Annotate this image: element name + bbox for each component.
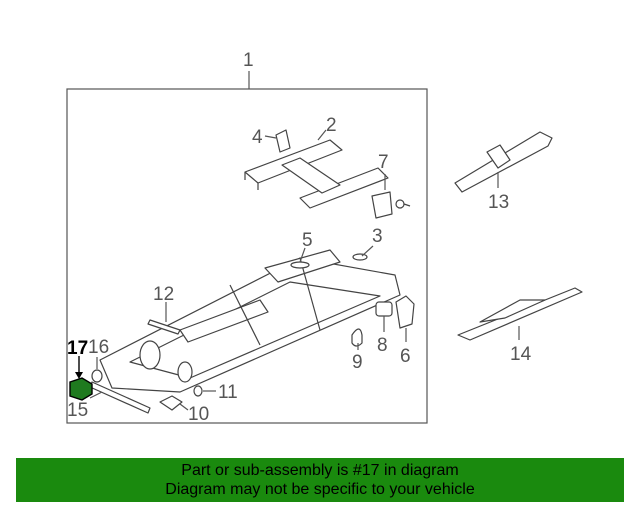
info-banner: Part or sub-assembly is #17 in diagram D… — [16, 458, 624, 502]
callout-3[interactable]: 3 — [372, 226, 383, 247]
crossmember-part[interactable] — [244, 139, 389, 209]
insulator-8-part[interactable] — [375, 301, 393, 317]
clip-10-part[interactable] — [159, 395, 183, 411]
bushing-16-part[interactable] — [91, 369, 103, 383]
rail-13-part[interactable] — [454, 131, 553, 193]
callout-2[interactable]: 2 — [326, 115, 337, 136]
callout-2-leader — [317, 129, 327, 141]
bar-12-part[interactable] — [147, 319, 181, 335]
bolt-11-part[interactable] — [193, 385, 203, 397]
rail-14-part[interactable] — [457, 287, 583, 341]
assembly-group-box — [66, 88, 428, 424]
callout-11[interactable]: 11 — [218, 382, 238, 403]
callout-1[interactable]: 1 — [243, 50, 254, 71]
callout-5-leader — [299, 247, 306, 263]
bracket-7-part[interactable] — [371, 191, 411, 219]
callout-4-leader — [264, 135, 277, 139]
callout-15-leader — [89, 391, 103, 399]
callout-16[interactable]: 16 — [88, 337, 109, 358]
bracket-3-part[interactable] — [352, 253, 368, 261]
callout-17-arrow — [75, 372, 83, 379]
callout-13[interactable]: 13 — [488, 192, 509, 213]
banner-line-1: Part or sub-assembly is #17 in diagram — [181, 462, 459, 479]
bushing-9-part[interactable] — [351, 328, 363, 347]
callout-10-leader — [179, 403, 189, 411]
bracket-4-part[interactable] — [275, 129, 291, 153]
banner-line-2: Diagram may not be specific to your vehi… — [165, 481, 475, 498]
callout-17[interactable]: 17 — [67, 338, 88, 359]
mount-6-part[interactable] — [395, 295, 415, 329]
highlighted-part-17[interactable] — [69, 377, 93, 401]
callout-9[interactable]: 9 — [352, 352, 363, 373]
callout-12[interactable]: 12 — [153, 284, 174, 305]
callout-7[interactable]: 7 — [378, 152, 389, 173]
callout-5[interactable]: 5 — [302, 230, 313, 251]
bracket-5-part[interactable] — [290, 261, 310, 269]
callout-6[interactable]: 6 — [400, 346, 411, 367]
callout-8[interactable]: 8 — [377, 335, 388, 356]
callout-14[interactable]: 14 — [510, 344, 532, 365]
callout-4[interactable]: 4 — [252, 127, 263, 148]
callout-3-leader — [361, 245, 374, 257]
callout-10[interactable]: 10 — [188, 404, 209, 425]
callout-15[interactable]: 15 — [67, 400, 88, 421]
